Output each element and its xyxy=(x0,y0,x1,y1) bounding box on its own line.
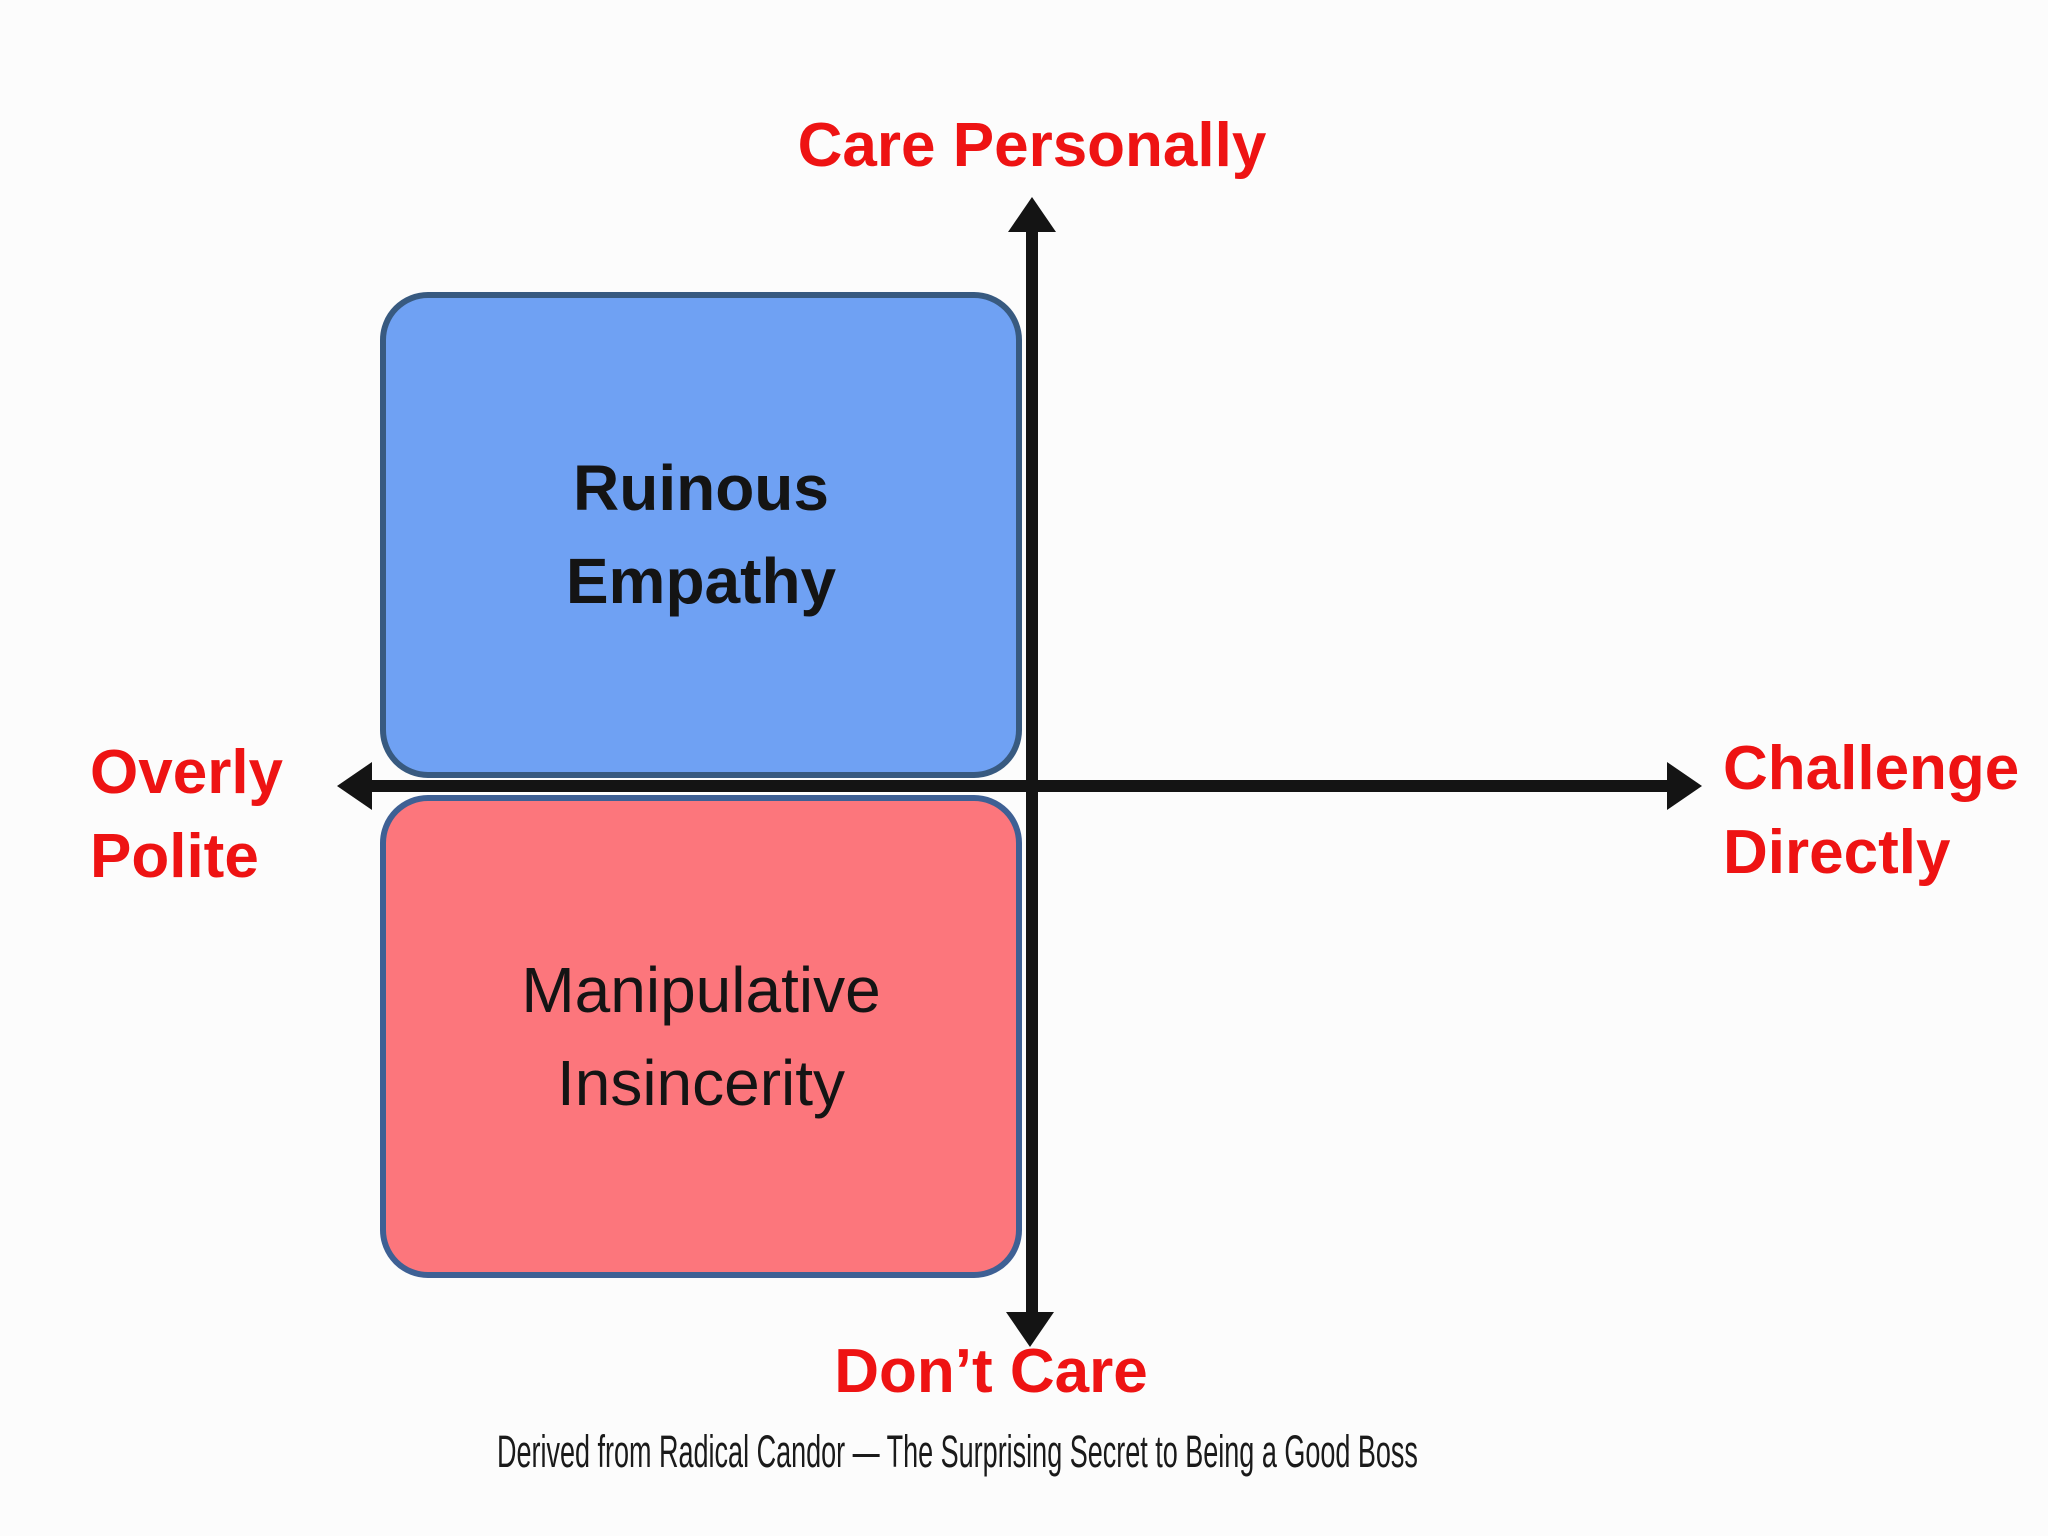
quadrant-manipulative-insincerity: Manipulative Insincerity xyxy=(380,795,1022,1278)
source-caption: Derived from Radical Candor — The Surpri… xyxy=(496,1426,1418,1477)
axis-label-care-personally: Care Personally xyxy=(797,111,1267,180)
quadrant-manipulative-insincerity-label-line2: Insincerity xyxy=(556,1046,846,1119)
vertical-axis-line xyxy=(1026,215,1038,1320)
quadrant-manipulative-insincerity-label-line1: Manipulative xyxy=(521,953,881,1026)
axis-label-challenge-directly: Challenge Directly xyxy=(1723,727,2019,895)
axis-label-challenge-directly-line2: Directly xyxy=(1723,818,1951,887)
axis-label-overly-polite-line2: Polite xyxy=(90,822,259,891)
right-arrowhead-icon xyxy=(1667,762,1702,810)
caption-container: Derived from Radical Candor — The Surpri… xyxy=(0,1424,1914,1480)
quadrant-ruinous-empathy: Ruinous Empathy xyxy=(380,292,1022,778)
quadrant-manipulative-insincerity-label: Manipulative Insincerity xyxy=(521,944,880,1130)
quadrant-ruinous-empathy-label: Ruinous Empathy xyxy=(566,442,836,628)
axis-label-overly-polite-line1: Overly xyxy=(90,738,284,807)
axis-label-overly-polite: Overly Polite xyxy=(90,731,283,899)
horizontal-axis-line xyxy=(362,780,1672,792)
quadrant-ruinous-empathy-label-line2: Empathy xyxy=(565,545,837,617)
axis-label-dont-care: Don’t Care xyxy=(834,1337,1148,1406)
up-arrowhead-icon xyxy=(1008,197,1056,232)
quadrant-ruinous-empathy-label-line1: Ruinous xyxy=(573,452,829,524)
axis-label-challenge-directly-line1: Challenge xyxy=(1723,734,2020,803)
left-arrowhead-icon xyxy=(337,762,372,810)
